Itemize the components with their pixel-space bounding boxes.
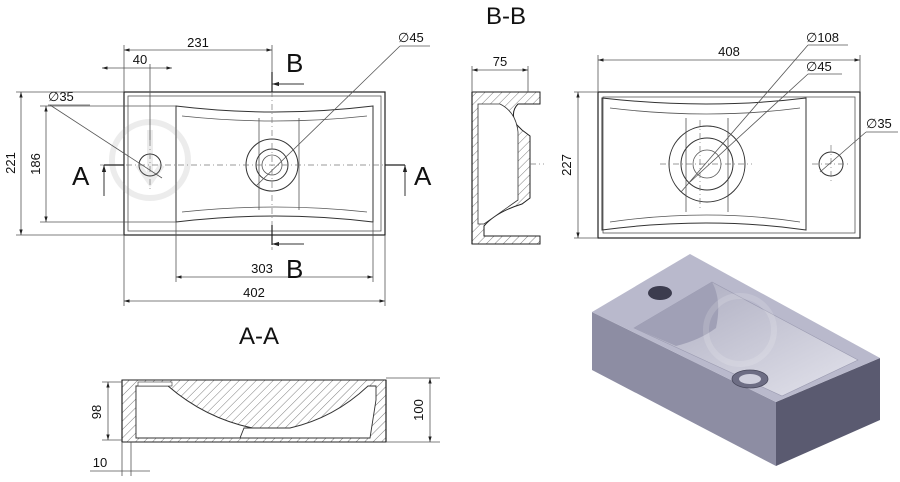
- dim-231: 231: [187, 35, 209, 50]
- dim-40: 40: [133, 52, 147, 67]
- side-view-drain-outer: [668, 125, 746, 203]
- dim-227: 227: [559, 154, 574, 176]
- dim-100: 100: [411, 399, 426, 421]
- cut-label-a-left: A: [72, 161, 90, 191]
- dim-75: 75: [493, 54, 507, 69]
- sink-3d-render: [592, 254, 880, 466]
- dim-drain-diameter: ∅45: [398, 30, 424, 45]
- render-tap-hole: [648, 286, 672, 300]
- dim-side-35: ∅35: [866, 116, 892, 131]
- top-view-outline: [123, 91, 386, 236]
- cut-label-b-top: B: [286, 48, 303, 78]
- side-view-basin: [601, 97, 807, 231]
- dim-303: 303: [251, 261, 273, 276]
- section-bb-title: B-B: [486, 3, 526, 30]
- dim-10: 10: [93, 455, 107, 470]
- dim-186: 186: [28, 153, 43, 175]
- dim-221: 221: [3, 152, 18, 174]
- top-view-basin: [175, 105, 374, 223]
- dim-108: ∅108: [806, 30, 839, 45]
- render-left-face: [592, 312, 776, 466]
- dim-402: 402: [243, 285, 265, 300]
- cut-label-b-bottom: B: [286, 254, 303, 284]
- top-view: 231 40 ∅45 ∅35 221 186 303 402: [3, 30, 432, 306]
- side-view: 408 ∅108 ∅45 ∅35 227: [559, 30, 898, 239]
- render-watermark-icon: [703, 293, 777, 367]
- dim-side-45: ∅45: [806, 59, 832, 74]
- render-front-face: [776, 358, 880, 466]
- section-aa-title: A-A: [239, 323, 279, 350]
- dim-tap-diameter: ∅35: [48, 89, 74, 104]
- dim-98: 98: [89, 405, 104, 419]
- dim-408: 408: [718, 44, 740, 59]
- side-view-outline: [597, 91, 861, 239]
- cut-label-a-right: A: [414, 161, 432, 191]
- section-bb: B-B 75: [471, 3, 544, 245]
- section-aa: A-A 98 100 10: [89, 323, 440, 476]
